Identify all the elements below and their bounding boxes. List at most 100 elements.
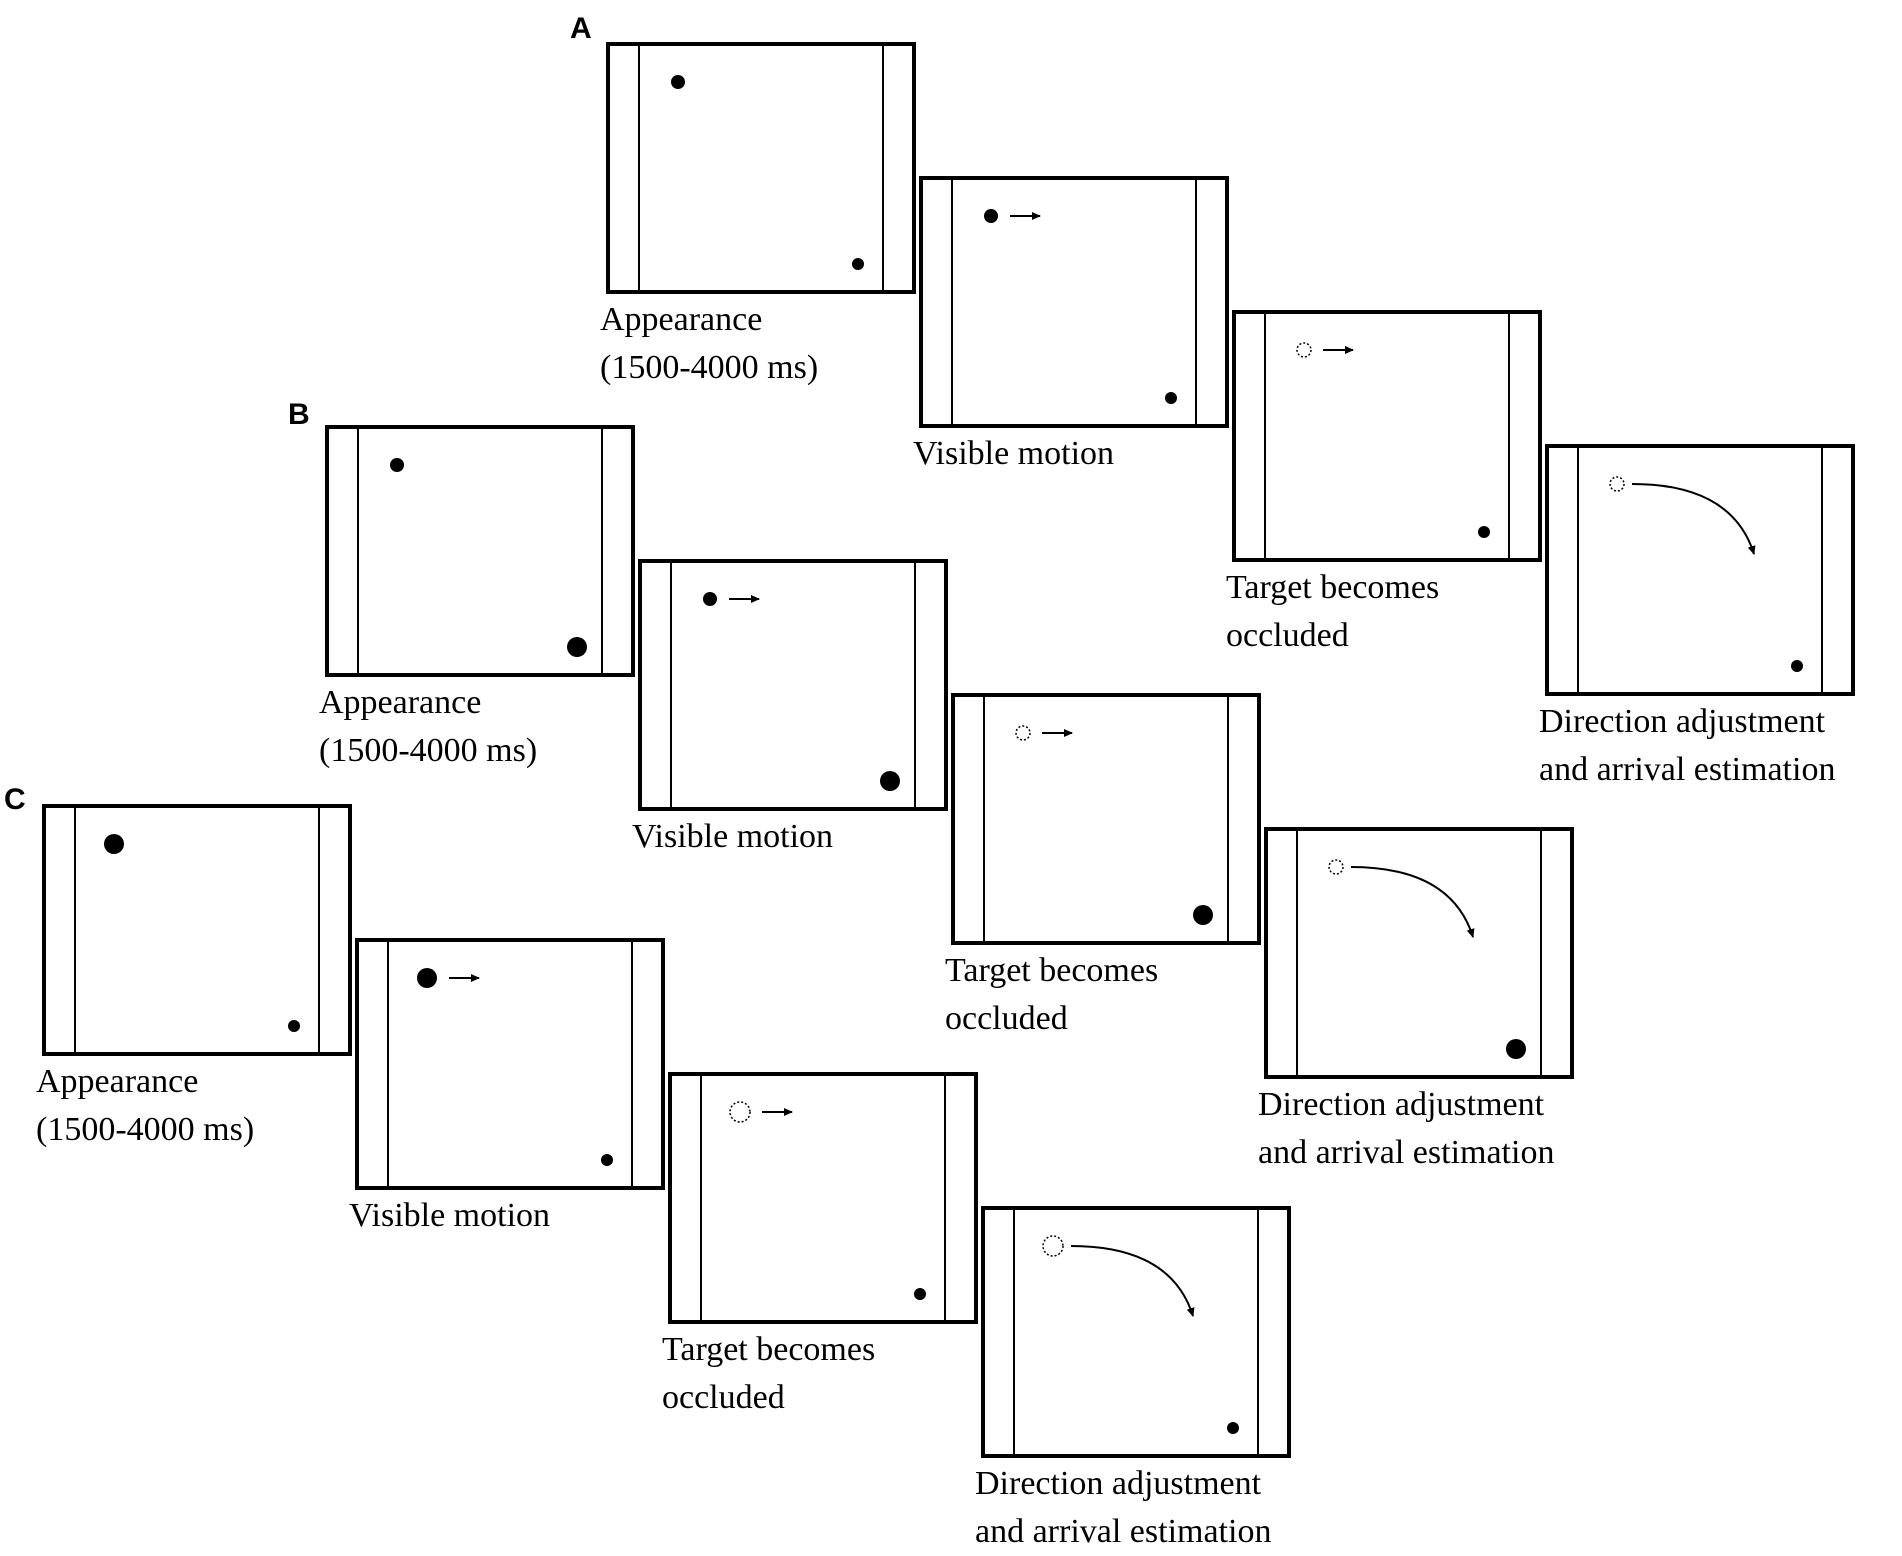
- frame-scene: [1296, 342, 1490, 538]
- caption-line: Visible motion: [913, 435, 1115, 472]
- frame-scene: [1042, 1235, 1239, 1434]
- moving-object: [104, 834, 124, 854]
- lane-boundary-left: [983, 697, 985, 941]
- caption-line: Target becomes: [945, 952, 1159, 989]
- panel-letter-c: C: [4, 783, 26, 816]
- lane-boundary-left: [357, 429, 359, 673]
- caption-appearance: Appearance (1500-4000 ms): [319, 679, 537, 775]
- moving-object: [417, 968, 437, 988]
- caption-direction-adjustment: Direction adjustment and arrival estimati…: [1539, 698, 1835, 794]
- frame-a-appearance: [606, 42, 916, 294]
- caption-line: Appearance: [600, 301, 763, 338]
- lane-boundary-right: [1508, 314, 1510, 558]
- frame-b-appearance: [325, 425, 635, 677]
- lane-boundary-right: [1821, 448, 1823, 692]
- occluded-object: [1328, 859, 1344, 875]
- lane-boundary-left: [1577, 448, 1579, 692]
- caption-line: (1500-4000 ms): [319, 732, 538, 769]
- caption-line: Appearance: [319, 684, 482, 721]
- caption-line: Visible motion: [349, 1197, 551, 1234]
- lane-boundary-right: [1257, 1210, 1259, 1454]
- occluded-object: [729, 1101, 751, 1123]
- caption-line: occluded: [945, 1000, 1068, 1037]
- caption-line: and arrival estimation: [975, 1513, 1272, 1550]
- caption-appearance: Appearance(1500-4000 ms): [600, 296, 818, 392]
- target-dot: [601, 1154, 613, 1166]
- lane-boundary-left: [1264, 314, 1266, 558]
- frame-scene: [390, 458, 587, 657]
- caption-occluded: Target becomes occluded: [662, 1326, 875, 1422]
- moving-object: [984, 209, 998, 223]
- frame-a-occluded: [1232, 310, 1542, 562]
- lane-boundary-right: [1195, 180, 1197, 424]
- target-dot: [288, 1020, 300, 1032]
- caption-visible-motion: Visible motion: [349, 1192, 550, 1240]
- lane-boundary-right: [1227, 697, 1229, 941]
- frame-c-appearance: [42, 804, 352, 1056]
- moving-object: [671, 75, 685, 89]
- lane-boundary-right: [882, 46, 884, 290]
- lane-boundary-left: [700, 1076, 702, 1320]
- caption-line: and arrival estimation: [1539, 751, 1836, 788]
- frame-b-visible-motion: [638, 559, 948, 811]
- lane-boundary-right: [601, 429, 603, 673]
- frame-c-occluded: [668, 1072, 978, 1324]
- caption-visible-motion: Visible motion: [632, 813, 833, 861]
- occluded-object: [1015, 725, 1031, 741]
- lane-boundary-left: [670, 563, 672, 807]
- target-dot: [880, 771, 900, 791]
- target-dot: [1165, 392, 1177, 404]
- caption-line: and arrival estimation: [1258, 1134, 1555, 1171]
- lane-boundary-left: [638, 46, 640, 290]
- caption-line: Target becomes: [662, 1331, 876, 1368]
- frame-scene: [417, 968, 613, 1166]
- lane-boundary-left: [951, 180, 953, 424]
- panel-letter-a: A: [570, 12, 592, 45]
- caption-line: occluded: [662, 1379, 785, 1416]
- curved-direction-arrow: [1350, 866, 1475, 938]
- frame-c-direction-adjustment: [981, 1206, 1291, 1458]
- caption-line: Target becomes: [1226, 569, 1440, 606]
- curved-direction-arrow: [1631, 483, 1756, 555]
- lane-boundary-right: [1540, 831, 1542, 1075]
- frame-scene: [703, 592, 900, 791]
- frame-scene: [671, 75, 864, 270]
- caption-line: Direction adjustment: [1539, 703, 1826, 740]
- frame-b-occluded: [951, 693, 1261, 945]
- frame-b-direction-adjustment: [1264, 827, 1574, 1079]
- curved-direction-arrow: [1070, 1245, 1195, 1317]
- occluded-object: [1609, 476, 1625, 492]
- occluded-object: [1042, 1235, 1064, 1257]
- moving-object: [703, 592, 717, 606]
- caption-line: Direction adjustment: [1258, 1086, 1545, 1123]
- lane-boundary-left: [387, 942, 389, 1186]
- panel-letter-b: B: [288, 398, 310, 431]
- lane-boundary-right: [318, 808, 320, 1052]
- caption-line: (1500-4000 ms): [36, 1111, 255, 1148]
- target-dot: [852, 258, 864, 270]
- caption-line: Visible motion: [632, 818, 834, 855]
- target-dot: [1193, 905, 1213, 925]
- frame-a-direction-adjustment: [1545, 444, 1855, 696]
- frame-scene: [1609, 476, 1803, 672]
- target-dot: [1478, 526, 1490, 538]
- target-dot: [1791, 660, 1803, 672]
- caption-line: Direction adjustment: [975, 1465, 1262, 1502]
- moving-object: [390, 458, 404, 472]
- target-dot: [914, 1288, 926, 1300]
- lane-boundary-left: [1013, 1210, 1015, 1454]
- frame-scene: [729, 1101, 926, 1300]
- frame-scene: [1015, 725, 1213, 925]
- lane-boundary-right: [631, 942, 633, 1186]
- caption-appearance: Appearance (1500-4000 ms): [36, 1058, 254, 1154]
- occluded-object: [1296, 342, 1312, 358]
- frame-scene: [984, 209, 1177, 404]
- caption-line: Appearance: [36, 1063, 199, 1100]
- lane-boundary-right: [914, 563, 916, 807]
- caption-direction-adjustment: Direction adjustment and arrival estimati…: [1258, 1081, 1554, 1177]
- target-dot: [1506, 1039, 1526, 1059]
- target-dot: [567, 637, 587, 657]
- lane-boundary-right: [944, 1076, 946, 1320]
